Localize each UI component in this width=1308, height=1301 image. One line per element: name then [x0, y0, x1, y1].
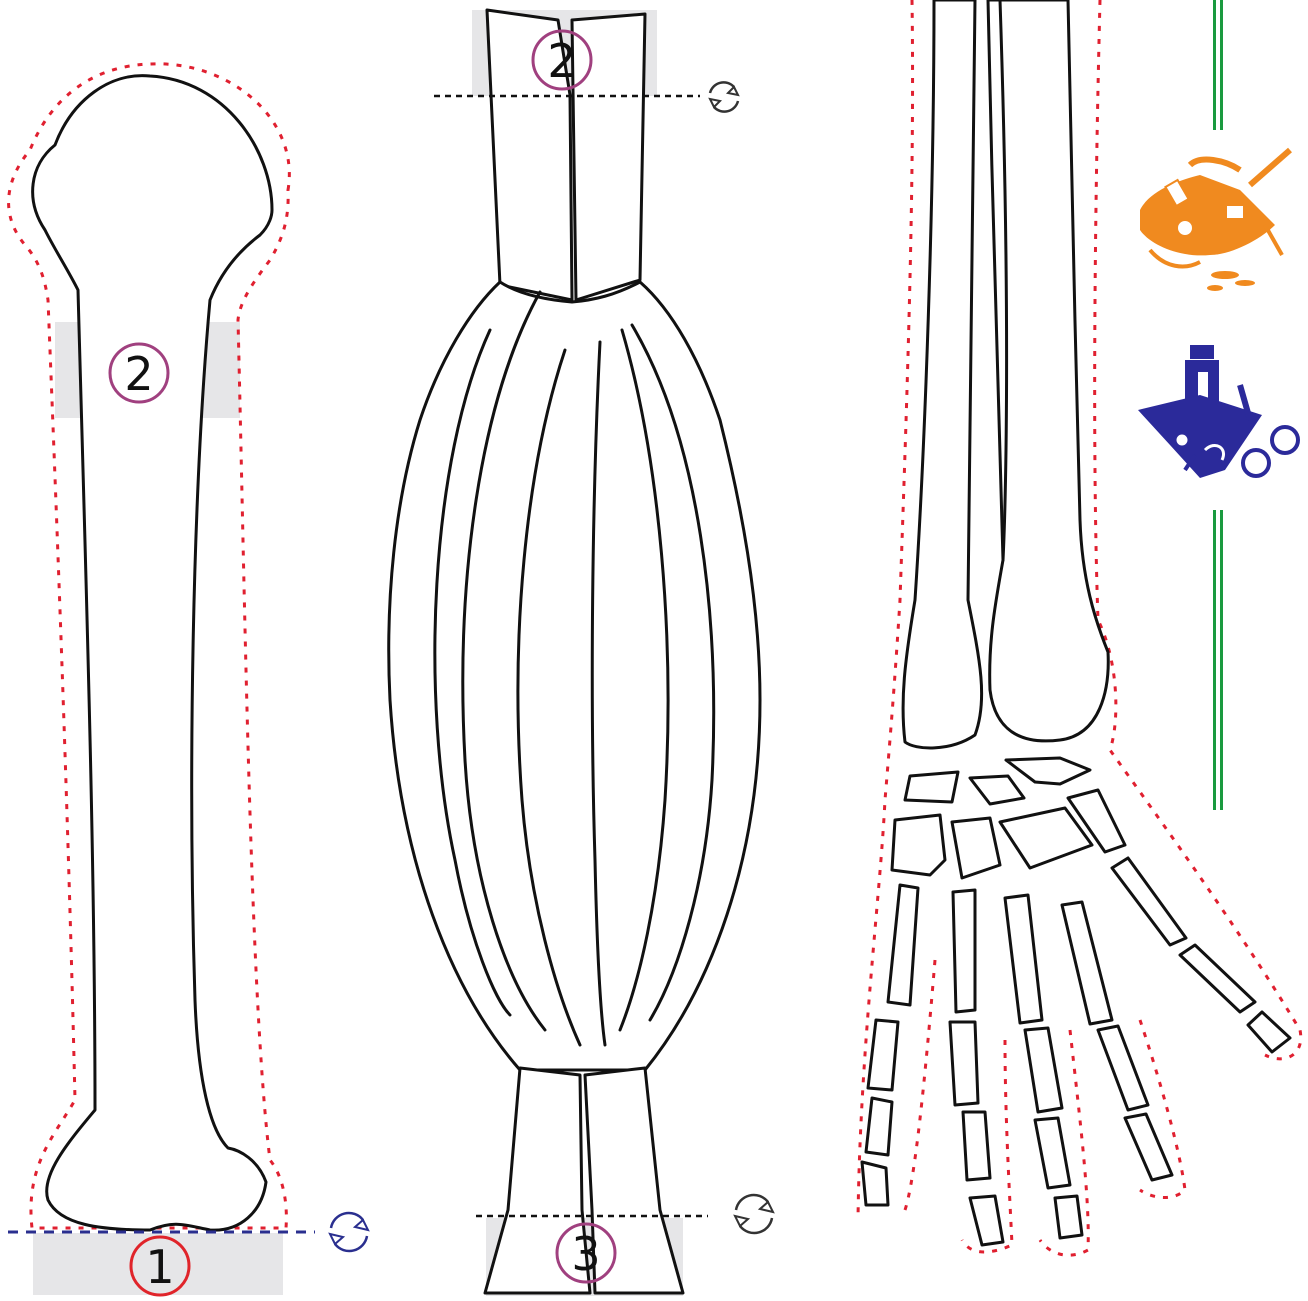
carpal-bone: [1000, 808, 1092, 868]
marker-number: 2: [547, 34, 576, 88]
muscle-piece: [389, 10, 760, 1296]
marker-number: 1: [145, 1240, 174, 1294]
craft-tools-icon: [1138, 345, 1298, 478]
marker-number: 3: [571, 1227, 600, 1281]
marker-number: 2: [124, 347, 153, 401]
muscle-belly: [389, 282, 760, 1070]
metacarpal-bone: [1112, 858, 1186, 945]
carpal-bone: [905, 772, 958, 802]
humerus-piece: [8, 64, 315, 1295]
carpal-bone: [970, 776, 1024, 804]
radius-bone: [903, 0, 982, 748]
green-accent-line-top: [1213, 0, 1223, 130]
rotate-icon: [710, 82, 738, 111]
metacarpal-bone: [1062, 902, 1112, 1024]
rotate-icon: [735, 1195, 773, 1233]
art-supplies-icon: [1140, 150, 1290, 291]
rotate-icon: [330, 1213, 368, 1251]
phalanx-bone: [963, 1112, 990, 1180]
phalanx-bone: [1025, 1028, 1062, 1112]
carpal-bone: [892, 815, 945, 875]
phalanx-bone: [866, 1098, 892, 1155]
carpal-bone: [1006, 758, 1090, 784]
phalanx-bone: [862, 1162, 888, 1205]
phalanx-bone: [1035, 1118, 1070, 1188]
green-accent-line-bottom: [1213, 510, 1223, 810]
phalanx-bone: [950, 1022, 978, 1105]
muscle-top-tendon-right: [572, 14, 645, 300]
phalanx-bone: [1055, 1196, 1082, 1238]
phalanx-bone: [1248, 1012, 1290, 1052]
metacarpal-bone: [888, 885, 918, 1005]
metacarpal-bone: [1005, 895, 1042, 1023]
phalanx-bone: [970, 1196, 1003, 1245]
metacarpal-bone: [953, 890, 975, 1012]
phalanx-bone: [1180, 945, 1255, 1012]
carpal-bone: [952, 818, 1000, 878]
humerus-outline: [33, 76, 272, 1231]
phalanx-bone: [1125, 1114, 1172, 1180]
phalanx-bone: [1098, 1026, 1148, 1110]
phalanx-bone: [868, 1020, 898, 1090]
